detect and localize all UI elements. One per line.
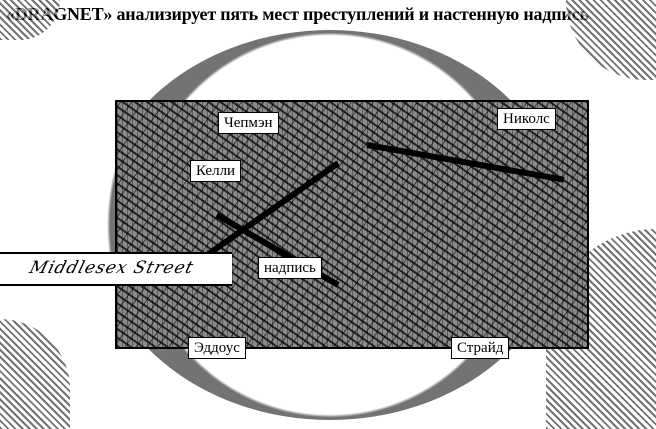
label-stride: Страйд	[451, 337, 510, 359]
decorative-corner-top-left	[0, 0, 60, 40]
label-kelly: Келли	[190, 160, 242, 182]
decorative-corner-top-right	[566, 0, 656, 80]
label-eddowes: Эддоус	[188, 337, 246, 359]
label-graffiti: надпись	[258, 257, 322, 279]
label-nichols: Николс	[497, 108, 556, 130]
decorative-corner-bottom-left	[0, 319, 70, 429]
label-chapman: Чепмэн	[218, 112, 279, 134]
page-title: «DRAGNET» анализирует пять мест преступл…	[6, 4, 589, 24]
street-sign-text: Middlesex Street	[27, 258, 197, 278]
street-sign-scroll: Middlesex Street	[0, 252, 232, 286]
map-road	[366, 142, 565, 183]
street-map	[115, 100, 589, 349]
